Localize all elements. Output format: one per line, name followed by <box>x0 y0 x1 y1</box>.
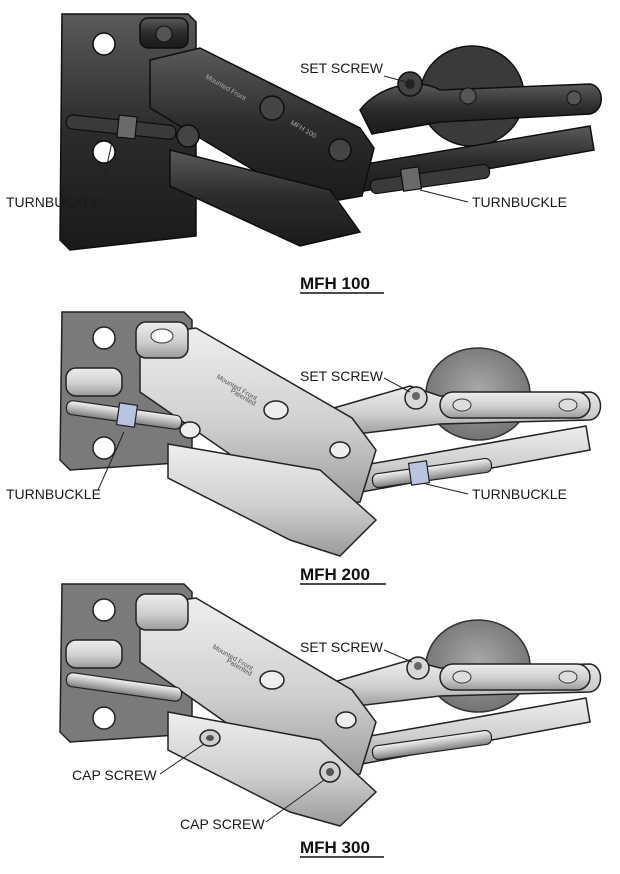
rod-left <box>65 672 183 702</box>
leader-line <box>97 431 125 491</box>
arm-end-pin <box>179 421 201 439</box>
mounting-hole <box>92 706 116 730</box>
callout-turnbuckle-left: TURNBUCKLE <box>6 194 101 210</box>
mounting-hole <box>92 598 116 622</box>
arm-center-pin <box>259 670 285 690</box>
leader-line <box>383 377 411 393</box>
pivot-pin <box>558 670 578 684</box>
leader-line <box>265 779 325 823</box>
cap-screw-socket <box>206 735 214 741</box>
callout-set-screw: SET SCREW <box>300 60 384 76</box>
hinge-pin <box>150 328 174 344</box>
mounting-hole <box>92 436 116 460</box>
arm-end-pin <box>329 441 351 459</box>
set-screw-icon <box>414 662 422 670</box>
model-title: MFH 300 <box>300 838 370 857</box>
model-title: MFH 200 <box>300 565 370 584</box>
turnbuckle-nut-right <box>407 460 431 486</box>
mounting-hole <box>92 140 116 164</box>
lower-arm <box>167 443 378 557</box>
callout-cap-screw: CAP SCREW <box>180 816 265 832</box>
hinge-knuckle <box>65 639 123 669</box>
arm-center-pin <box>259 95 285 121</box>
turnbuckle-nut-left <box>116 114 138 140</box>
panel-mfh-200: Mounted Front Patented SET SCREW TURNBUC… <box>6 311 602 585</box>
mounting-hole <box>92 326 116 350</box>
turnbuckle-nut-left <box>115 402 139 428</box>
callout-turnbuckle-right: TURNBUCKLE <box>472 486 567 502</box>
pivot-pin <box>459 87 477 105</box>
leader-line <box>383 649 413 663</box>
model-title: MFH 100 <box>300 274 370 293</box>
pivot-pin <box>452 670 472 684</box>
turnbuckle-nut-right <box>399 166 423 192</box>
lower-arm <box>169 149 362 247</box>
pivot-pin <box>558 398 578 412</box>
callout-turnbuckle-right: TURNBUCKLE <box>472 194 567 210</box>
leader-line <box>419 189 469 203</box>
callout-set-screw: SET SCREW <box>300 368 384 384</box>
leader-line <box>383 75 407 83</box>
cap-screw-socket <box>326 768 334 776</box>
callout-cap-screw: CAP SCREW <box>72 767 157 783</box>
turnbuckle-rod-right <box>369 163 491 195</box>
upper-link-bar <box>439 391 591 419</box>
arm-center-pin <box>263 400 289 420</box>
hinge-pin <box>155 25 173 43</box>
panel-mfh-100: Mounted Front MFH 100 SET SCREW TURNBUCK… <box>6 13 602 294</box>
set-screw-icon <box>412 392 420 400</box>
arm-end-pin <box>176 124 200 148</box>
arm-end-pin <box>328 138 352 162</box>
leader-line <box>425 483 469 495</box>
leader-line <box>97 141 113 207</box>
arm-end-pin <box>335 711 357 729</box>
mounting-hole <box>92 32 116 56</box>
main-arm <box>149 47 375 205</box>
leader-line <box>159 743 205 775</box>
upper-link-bar <box>439 663 591 691</box>
pivot-pin <box>452 398 472 412</box>
main-arm <box>139 597 377 779</box>
callout-set-screw: SET SCREW <box>300 639 384 655</box>
rod-right <box>371 729 493 761</box>
set-screw-icon <box>405 79 415 89</box>
panel-mfh-300: Mounted Front Patented SET SCREW CAP SCR… <box>59 583 602 858</box>
hinge-knuckle <box>135 593 189 631</box>
turnbuckle-rod-right <box>371 457 493 489</box>
hinge-knuckle <box>65 367 123 397</box>
callout-turnbuckle-left: TURNBUCKLE <box>6 486 101 502</box>
pivot-pin <box>566 90 582 106</box>
